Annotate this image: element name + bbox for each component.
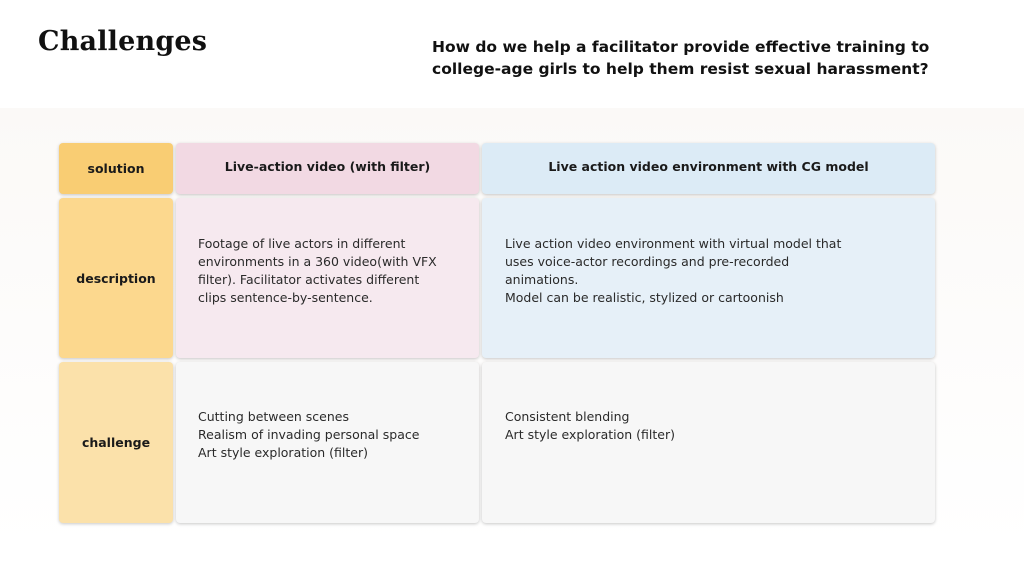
challenge-cell-live-action: Cutting between scenes Realism of invadi… [176,362,479,523]
challenge-line: Consistent blending [505,409,630,424]
description-line: animations. [505,272,579,287]
solution-header-cg-model: Live action video environment with CG mo… [482,143,935,194]
solution-header-text: Live action video environment with CG mo… [548,159,869,174]
research-question: How do we help a facilitator provide eff… [432,38,930,78]
description-line: filter). Facilitator activates different [198,272,420,287]
challenge-line: Art style exploration (filter) [198,445,368,460]
challenge-cell-cg-model: Consistent blending Art style exploratio… [482,362,935,523]
challenge-line: Art style exploration (filter) [505,427,675,442]
description-line: Model can be realistic, stylized or cart… [505,290,784,305]
description-cell-cg-model: Live action video environment with virtu… [482,198,935,358]
challenge-line: Realism of invading personal space [198,427,420,442]
row-label-description-text: description [76,270,156,286]
description-line: Live action video environment with virtu… [505,236,842,251]
solution-header-live-action: Live-action video (with filter) [176,143,479,194]
row-label-challenge: challenge [59,362,173,523]
row-label-challenge-text: challenge [81,435,151,450]
page-title: Challenges [38,26,208,57]
description-line: clips sentence-by-sentence. [198,290,373,305]
description-cell-live-action: Footage of live actors in different envi… [176,198,479,358]
description-line: Footage of live actors in different [198,236,406,251]
solution-header-text: Live-action video (with filter) [224,159,431,174]
description-line: uses voice-actor recordings and pre-reco… [505,254,790,269]
challenge-line: Cutting between scenes [198,409,349,424]
row-label-solution-text: solution [87,161,145,176]
row-label-solution: solution [59,143,173,194]
row-label-description: description [59,198,173,358]
description-line: environments in a 360 video(with VFX [198,254,437,269]
